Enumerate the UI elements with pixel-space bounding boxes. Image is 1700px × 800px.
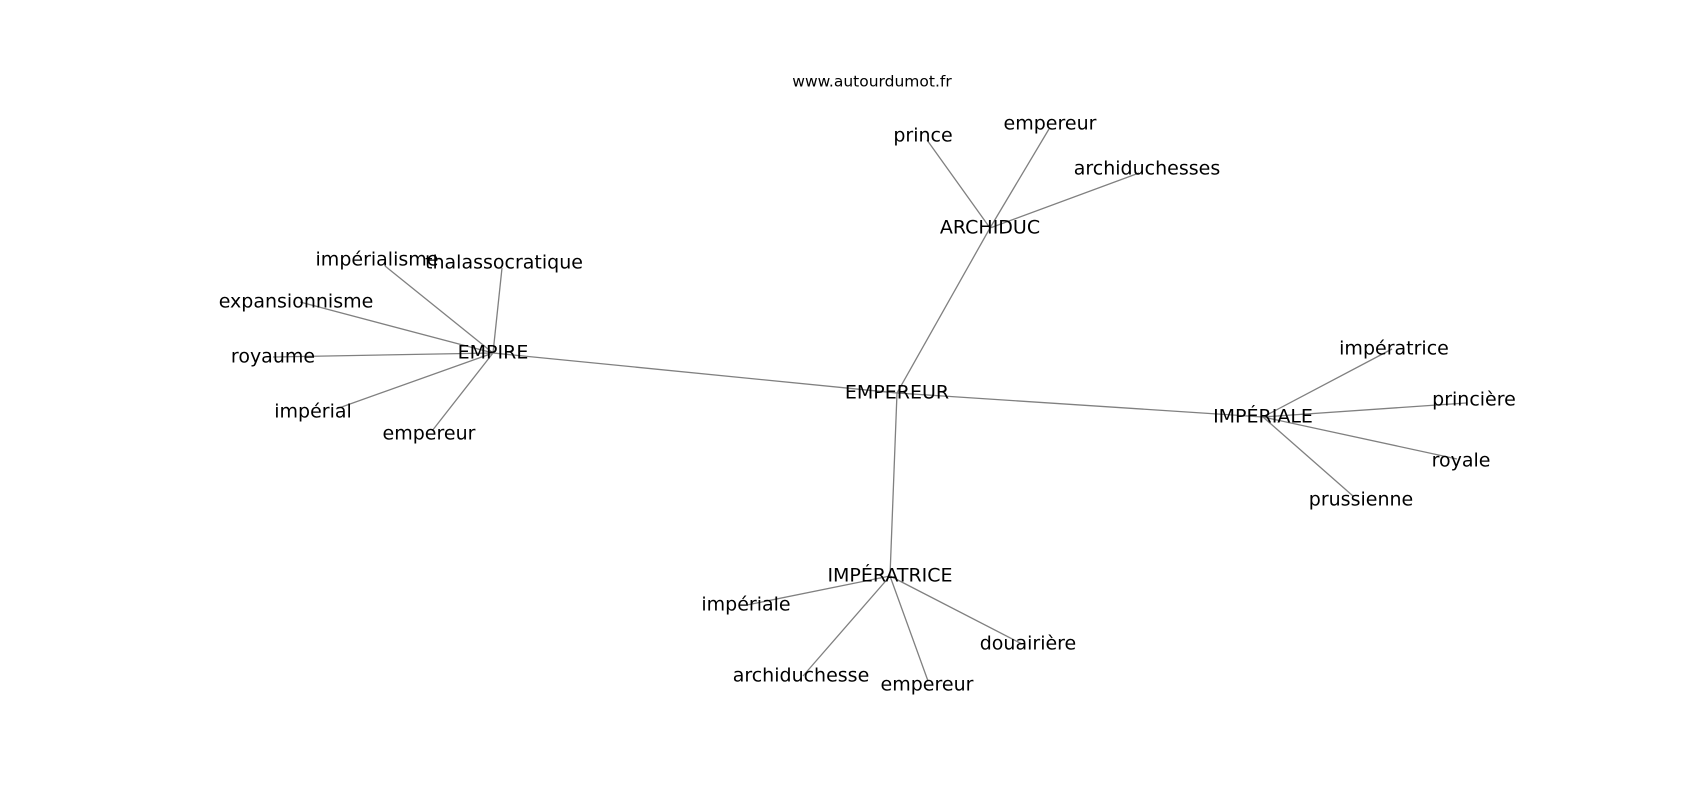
edge-IMPERIALE-imperatrice_min: [1262, 348, 1393, 418]
graph-nodes: EMPEREUR EMPIRE ARCHIDUC IMPÉRIALE IMPÉRATRI…: [219, 113, 1516, 696]
node-label-archiduchesses[interactable]: archiduchesses: [1074, 158, 1220, 180]
edge-IMPERIALE-royale: [1262, 416, 1458, 460]
node-label-prussienne[interactable]: prussienne: [1309, 489, 1413, 511]
edge-ARCHIDUC-archiduchesses: [989, 172, 1140, 229]
edge-IMPERIALE-prussienne: [1262, 416, 1354, 497]
edge-EMPEREUR-IMPERATRICE: [889, 392, 898, 577]
node-label-empereur_imperatrice[interactable]: empereur: [881, 674, 974, 696]
edge-EMPEREUR-EMPIRE: [492, 352, 898, 394]
node-label-imperialisme[interactable]: impérialisme: [316, 249, 439, 271]
node-label-imperatrice[interactable]: IMPÉRATRICE: [827, 564, 952, 587]
edge-IMPERATRICE-douairiere: [889, 575, 1023, 645]
node-label-empereur_archiduc[interactable]: empereur: [1004, 113, 1097, 135]
edge-EMPIRE-thalassocratique: [492, 267, 503, 354]
edge-ARCHIDUC-empereur_archiduc: [989, 128, 1050, 229]
edge-EMPIRE-royaume: [272, 352, 494, 358]
node-label-thalassocratique[interactable]: thalassocratique: [425, 252, 583, 274]
node-label-imperiale_min[interactable]: impériale: [701, 594, 790, 616]
edge-EMPIRE-imperial: [335, 352, 494, 410]
node-label-royaume[interactable]: royaume: [231, 346, 315, 368]
edge-ARCHIDUC-prince: [926, 139, 991, 229]
node-label-royale[interactable]: royale: [1432, 450, 1491, 472]
site-url-label: www.autourdumot.fr: [792, 73, 952, 91]
node-label-imperatrice_min[interactable]: impératrice: [1339, 338, 1449, 360]
node-label-archiduc[interactable]: ARCHIDUC: [940, 217, 1040, 239]
node-label-princiere[interactable]: princière: [1432, 389, 1516, 411]
node-label-empereur[interactable]: EMPEREUR: [845, 382, 949, 404]
edge-EMPIRE-empereur_empire: [431, 352, 494, 432]
node-label-imperiale[interactable]: IMPÉRIALE: [1213, 405, 1313, 428]
node-label-prince[interactable]: prince: [893, 125, 952, 147]
node-label-empereur_empire[interactable]: empereur: [383, 423, 476, 445]
edge-EMPEREUR-IMPERIALE: [896, 392, 1264, 418]
node-label-archiduchesse[interactable]: archiduchesse: [733, 665, 870, 687]
node-label-expansionnisme[interactable]: expansionnisme: [219, 291, 374, 313]
edge-IMPERATRICE-imperiale_min: [746, 575, 891, 606]
node-label-empire[interactable]: EMPIRE: [458, 342, 529, 364]
edge-EMPIRE-expansionnisme: [299, 301, 494, 354]
node-label-imperial[interactable]: impérial: [274, 401, 352, 423]
edge-EMPIRE-imperialisme: [384, 265, 494, 354]
node-label-douairiere[interactable]: douairière: [980, 633, 1077, 655]
graph-edges: [272, 128, 1467, 682]
edge-IMPERATRICE-archiduchesse: [802, 575, 891, 677]
edge-IMPERIALE-princiere: [1262, 402, 1467, 418]
edge-EMPEREUR-ARCHIDUC: [896, 227, 991, 394]
edge-IMPERATRICE-empereur_imperatrice: [889, 575, 929, 682]
